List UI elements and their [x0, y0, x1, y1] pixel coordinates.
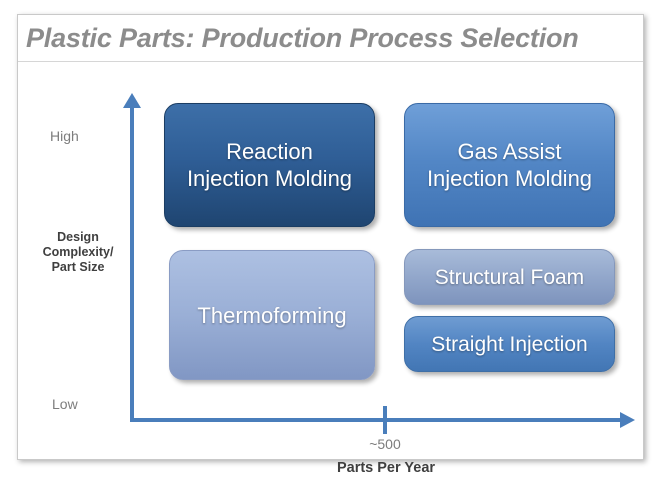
quadrant-box-straight-injection[interactable]: Straight Injection — [404, 316, 615, 372]
x-axis-tick-mark — [383, 406, 387, 434]
y-axis-title-line2: Complexity/ — [42, 245, 114, 259]
matrix-chart: High Low Design Complexity/ Part Size ~5… — [18, 62, 643, 476]
quadrant-box-reaction-injection-molding[interactable]: Reaction Injection Molding — [164, 103, 375, 227]
x-axis-title: Parts Per Year — [336, 460, 436, 476]
title-divider — [18, 61, 643, 62]
quadrant-box-gas-assist-injection-molding[interactable]: Gas Assist Injection Molding — [404, 103, 615, 227]
quadrant-label-line1: Thermoforming — [197, 302, 347, 328]
x-axis-line — [130, 418, 624, 422]
quadrant-label-line1: Gas Assist — [457, 139, 562, 164]
slide-frame: Plastic Parts: Production Process Select… — [17, 14, 644, 476]
y-axis-line — [130, 107, 134, 422]
quadrant-label-line2: Injection Molding — [186, 166, 353, 191]
page-title: Plastic Parts: Production Process Select… — [26, 23, 579, 53]
y-axis-title-line3: Part Size — [51, 260, 105, 274]
y-axis-arrow-icon — [123, 93, 141, 108]
x-axis-tick-label: ~500 — [369, 436, 401, 452]
quadrant-box-structural-foam[interactable]: Structural Foam — [404, 249, 615, 305]
x-axis-arrow-icon — [620, 412, 635, 428]
quadrant-label-line1: Reaction — [226, 139, 313, 164]
quadrant-label-line1: Structural Foam — [434, 265, 585, 289]
y-axis-low-label: Low — [52, 396, 78, 412]
quadrant-box-thermoforming[interactable]: Thermoforming — [169, 250, 375, 380]
quadrant-label-line2: Injection Molding — [426, 166, 593, 191]
y-axis-title: Design Complexity/ Part Size — [30, 230, 126, 275]
y-axis-title-line1: Design — [57, 230, 99, 244]
y-axis-high-label: High — [50, 128, 79, 144]
quadrant-label-line1: Straight Injection — [431, 332, 588, 356]
